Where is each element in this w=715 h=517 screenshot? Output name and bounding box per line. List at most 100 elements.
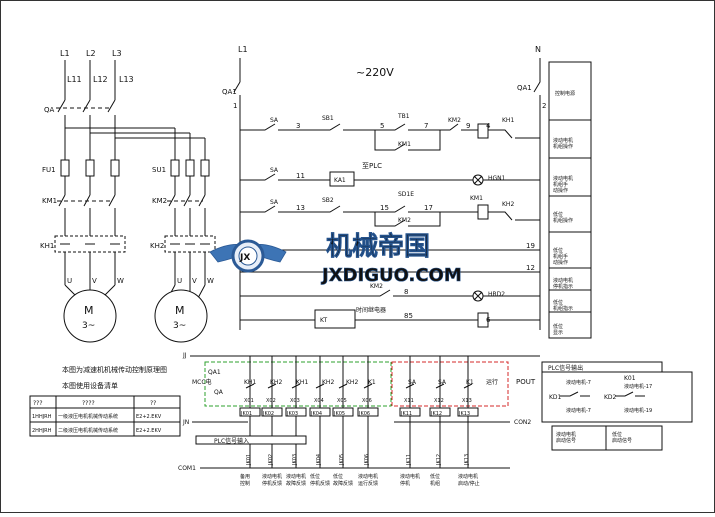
node-15: 15	[380, 204, 389, 212]
node-11: 11	[296, 172, 305, 180]
watermark-logo: JX 机械帝国 JXDIGUO.COM	[209, 231, 462, 286]
plc-column-contact	[245, 383, 255, 389]
plc-terminal	[429, 407, 451, 417]
phase-label-l3: L3	[112, 49, 122, 58]
plc-pout: POUT	[516, 378, 536, 386]
qa-label: QA	[44, 106, 55, 114]
plc-bottom-label: 低位故障反馈	[333, 473, 353, 487]
sa-label-3: SA	[270, 199, 279, 206]
km2-r6-label: KM2	[370, 283, 383, 290]
hrd2-label: HRD2	[488, 291, 505, 298]
motor1-phase: 3~	[82, 321, 95, 331]
func-label-2: 液动电机机组手动操作	[553, 175, 573, 194]
node-3: 3	[296, 122, 300, 130]
node-17: 17	[424, 204, 433, 212]
plc-output-box: PLC信号输出 K01 液动电机-7 液动电机-17 KD1 KD2 液动电机-…	[541, 361, 693, 451]
fu1-label: FU1	[42, 166, 56, 174]
plc-out-title: PLC信号输出	[548, 364, 583, 372]
plc-bottom-label: 液动电机故障反馈	[286, 473, 306, 487]
hgn1-label: HGN1	[488, 175, 506, 182]
km1-power-label: KM1	[42, 197, 57, 205]
plc-jn: JN	[182, 419, 189, 426]
plc-top-addr: JK02	[262, 411, 274, 417]
plc-out-foot2: 低位启动信号	[612, 431, 632, 444]
plc-column-contact	[267, 383, 277, 389]
su1-label: SU1	[152, 166, 166, 174]
func-label-3: 低位机组操作	[553, 211, 573, 224]
watermark-cn: 机械帝国	[326, 231, 430, 262]
func-label-0: 控制电源	[555, 90, 575, 97]
function-column: 控制电源 液动电机机组操作 液动电机机组手动操作 低位机组操作 低位机组手动操作…	[548, 61, 592, 339]
voltage-label: ~220V	[356, 66, 394, 79]
plc-column-contact	[463, 383, 473, 389]
plc-columns: X01JK01JK01备用控制X02JK02JK02液动电机停机反馈X03JK0…	[239, 356, 480, 487]
node-5: 5	[380, 122, 384, 130]
plc-io-addr: X05	[337, 398, 347, 404]
qa1-ctrl-label: QA1	[222, 88, 237, 96]
node-19: 19	[526, 242, 535, 250]
plc-contact-3: KH2	[322, 379, 334, 386]
plc-out-kd1: KD1	[549, 394, 562, 401]
parts-table: 本图为减速机机械传动控制原理图 本图使用设备清单 ??? ???? ?? 1HH…	[29, 365, 181, 437]
func-label-1: 液动电机机组操作	[553, 137, 573, 150]
table-r1c2: E2+2.EKV	[136, 428, 162, 434]
plc-io-addr: X01	[244, 398, 254, 404]
plc-bottom-label: 液动电机启动/停止	[458, 473, 480, 487]
plc-out-lbl3: 液动电机-7	[566, 407, 591, 414]
plc-top-addr: JK01	[240, 411, 252, 417]
plc-jj: JJ	[182, 352, 187, 359]
func-label-4: 低位机组手动操作	[553, 247, 568, 266]
plc-bottom-label: 液动电机运行反馈	[358, 473, 378, 487]
ctrl-l1-label: L1	[238, 45, 248, 54]
plc-contact-5: K1	[368, 379, 376, 386]
plc-qa: QA	[214, 389, 224, 396]
plc-top-addr: JK06	[358, 411, 370, 417]
plc-bottom-addr: JK01	[246, 454, 252, 466]
motor2-letter: M	[175, 304, 185, 317]
plc-bottom-label: 低位停机反馈	[310, 473, 330, 487]
plc-terminal	[309, 407, 331, 417]
plc-column-contact	[435, 383, 445, 389]
table-r1c1: 二级液压电机机械传动系统	[58, 427, 118, 434]
plc-bottom-addr: JK03	[292, 454, 298, 466]
motor1-letter: M	[84, 304, 94, 317]
qa1-neutral-label: QA1	[517, 84, 532, 92]
plc-bottom-addr: JK05	[339, 454, 345, 466]
table-h0: ???	[33, 400, 43, 407]
phase-wire-l11: L11	[67, 75, 82, 84]
ctrl-n-label: N	[535, 45, 541, 54]
plc-terminal	[261, 407, 283, 417]
plc-top-addr: JK12	[430, 411, 442, 417]
phase-label-l2: L2	[86, 49, 96, 58]
plc-column-contact	[291, 383, 301, 389]
motor2-w: W	[207, 277, 214, 285]
plc-bottom-label: 低位机组	[430, 473, 440, 487]
plc-wiring: JJ JN CON2 POUT QA1 MCC电 QA KH1 KH2 KH1 …	[178, 352, 540, 487]
kt-label: KT	[320, 317, 327, 324]
table-h1: ????	[82, 400, 95, 407]
title-note: 本图为减速机机械传动控制原理图	[62, 365, 167, 374]
plc-out-foot1: 液动电机启动信号	[556, 431, 576, 444]
watermark-badge: JX	[239, 253, 250, 263]
func-label-5: 液动电机停机指示	[553, 277, 573, 290]
plc-top-addr: JK05	[333, 411, 345, 417]
plc-bottom-addr: JK06	[364, 454, 370, 466]
node-7: 7	[424, 122, 428, 130]
plc-bottom-addr: JK04	[316, 454, 322, 466]
km2-hold-label: KM2	[398, 217, 411, 224]
plc-terminal	[457, 407, 479, 417]
func-label-6: 低位机组指示	[553, 299, 573, 312]
plc-out-lbl2: 液动电机-17	[624, 383, 652, 390]
plc-sa: SA	[408, 379, 417, 386]
node-13: 13	[296, 204, 305, 212]
node-2: 2	[542, 102, 546, 110]
phase-wire-l13: L13	[119, 75, 134, 84]
kh1-power-label: KH1	[40, 242, 54, 250]
sd1e-label: SD1E	[398, 191, 414, 198]
km-label-1: KM2	[448, 117, 461, 124]
plc-top-addr: JK11	[400, 411, 412, 417]
plc-top-addr: JK04	[310, 411, 322, 417]
plc-bottom-label: 液动电机停机	[400, 473, 420, 487]
plc-top-addr: JK13	[458, 411, 470, 417]
